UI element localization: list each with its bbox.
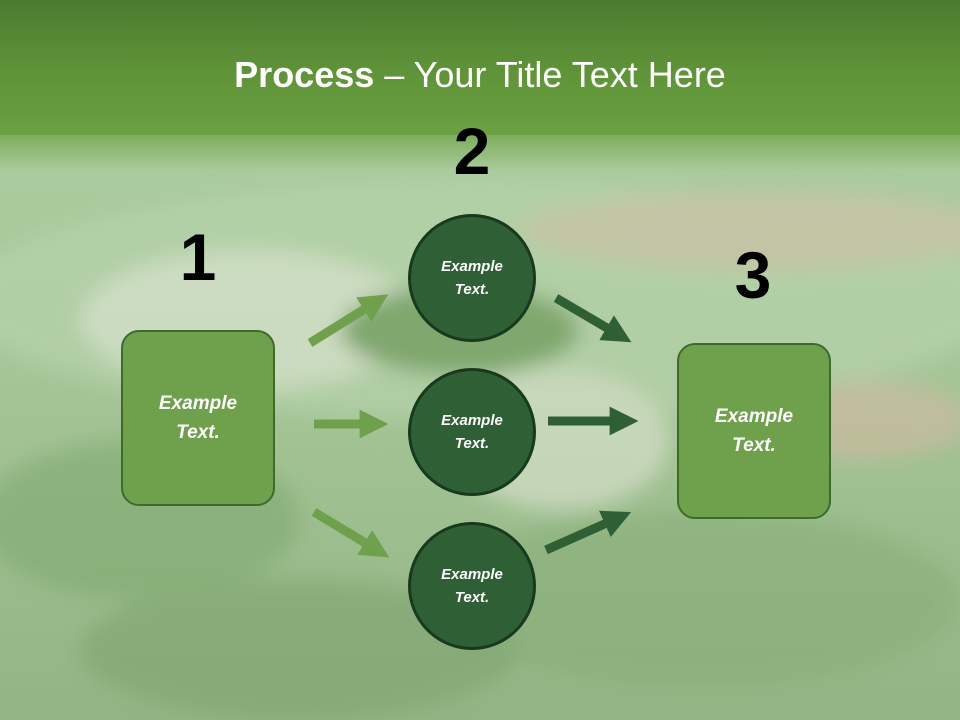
title-band-fade: [0, 125, 960, 170]
title-rest: – Your Title Text Here: [374, 54, 726, 95]
arrow-box1-to-circle-top: [307, 294, 389, 347]
arrow-circle-bottom-to-box3: [544, 510, 632, 555]
title-strong: Process: [234, 54, 375, 95]
step-number-3: 3: [734, 238, 772, 312]
title-band: [0, 0, 960, 135]
step-number-2: 2: [453, 114, 491, 188]
page-title: Process – Your Title Text Here: [0, 50, 960, 100]
step-number-1: 1: [179, 220, 217, 294]
arrow-box1-to-circle-bottom: [311, 508, 390, 558]
arrow-circle-top-to-box3: [553, 294, 632, 343]
